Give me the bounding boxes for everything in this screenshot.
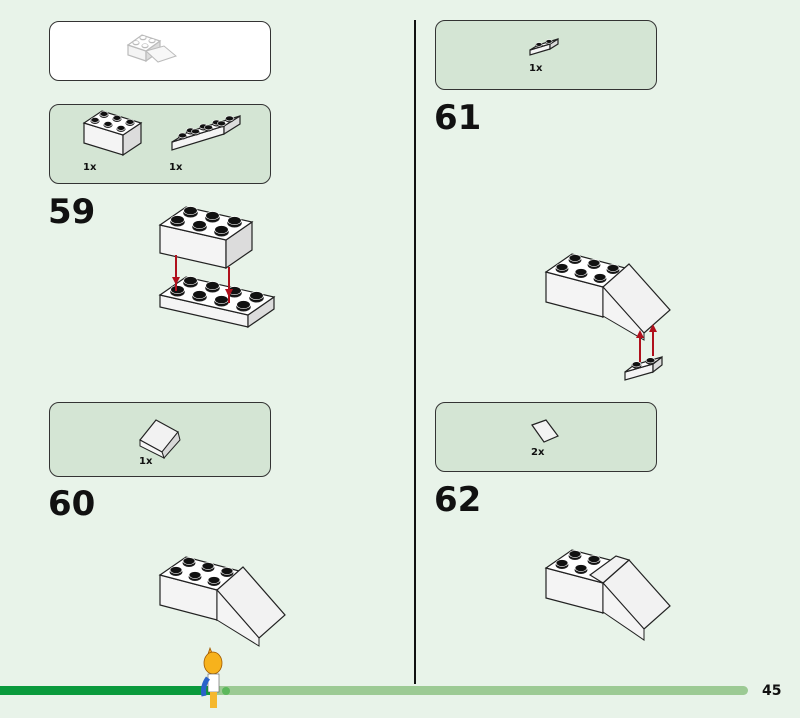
model-59-plate-stud-top	[205, 281, 220, 290]
preview-brick-stud-top	[141, 43, 149, 48]
model-59-brick-stud-top	[183, 206, 198, 215]
part-brick-2x4-stud-top	[125, 119, 135, 125]
part-qty: 1x	[529, 63, 543, 74]
step-number: 61	[434, 98, 482, 138]
step-number: 62	[434, 480, 482, 520]
part-plate-2x4-stud-top	[191, 128, 200, 135]
model-59-brick-stud-top	[170, 215, 185, 224]
step-number: 59	[48, 192, 96, 232]
up-arrow-head	[636, 330, 644, 338]
preview-brick-stud-top	[148, 38, 156, 43]
part-plate-2x4-stud-top	[178, 132, 187, 139]
model-62-slope-front	[602, 581, 645, 641]
model-59-plate-stud-top	[192, 290, 207, 299]
up-arrow-head	[649, 324, 657, 332]
preview-brick-stud-top	[132, 40, 140, 45]
part-qty: 1x	[139, 456, 153, 467]
model-62-brick-stud-top	[568, 550, 582, 558]
model-59-plate-stud-top	[183, 276, 198, 285]
model-59-plate-stud-top	[249, 291, 264, 300]
down-arrow-head	[172, 277, 180, 285]
model-61-brick-stud-top	[587, 259, 601, 267]
part-plate-2x4-stud-top	[217, 120, 226, 127]
step-number: 60	[48, 484, 96, 524]
model-60-brick-stud-top	[220, 567, 234, 575]
model-61-brick-stud-top	[555, 263, 569, 271]
model-59-plate-stud-top	[214, 295, 229, 304]
model-61-brick-stud-top	[593, 273, 607, 281]
part-brick-2x4-stud-top	[103, 121, 113, 127]
model-60-brick-stud-top	[169, 566, 183, 574]
minifigure-mascot-icon	[201, 646, 230, 708]
model-61-slope-front	[602, 285, 645, 341]
model-60-slope-front	[216, 588, 260, 647]
model-61-brick-stud-top	[568, 254, 582, 262]
part-brick-2x4-top	[82, 110, 143, 136]
progress-bar-done	[0, 686, 212, 695]
step-61-parts-box: 1x	[435, 20, 657, 90]
part-qty: 1x	[169, 162, 183, 173]
model-59-brick-stud-top	[214, 225, 229, 234]
part-brick-2x4-stud-top	[90, 117, 100, 123]
model-62-slope-b	[588, 555, 631, 584]
part-plate-1x2-stud-top	[545, 39, 553, 44]
part-qty: 1x	[83, 162, 97, 173]
down-arrow-head	[225, 289, 233, 297]
model-62-brick-stud-top	[555, 559, 569, 567]
model-60-brick-stud-top	[182, 557, 196, 565]
model-61-plate-stud-top	[645, 357, 656, 364]
column-divider	[414, 20, 416, 684]
part-slope-1x2	[531, 419, 559, 443]
model-61-brick-stud-top	[606, 264, 620, 272]
model-61-plate-stud-top	[631, 361, 642, 368]
part-plate-1x2-stud-top	[535, 42, 543, 47]
part-plate-2x4-stud-top	[204, 124, 213, 131]
preview-slope	[144, 45, 178, 63]
model-61-brick-stud-top	[574, 268, 588, 276]
model-60-brick-stud-top	[207, 576, 221, 584]
part-slope-front	[139, 439, 165, 459]
progress-bar-remaining	[212, 686, 748, 695]
model-59-brick-stud-top	[205, 211, 220, 220]
model-60-brick-stud-top	[188, 571, 202, 579]
model-60-brick-stud-top	[201, 562, 215, 570]
part-qty: 2x	[531, 447, 545, 458]
part-brick-2x4-stud-top	[99, 111, 109, 117]
model-59-plate-stud-top	[236, 300, 251, 309]
model-62-brick-stud-top	[587, 555, 601, 563]
model-62-brick-stud-top	[574, 564, 588, 572]
page-number: 45	[762, 683, 782, 699]
part-plate-2x4-stud-top	[225, 115, 234, 122]
part-brick-2x4-stud-top	[112, 115, 122, 121]
model-59-plate-stud-top	[170, 285, 185, 294]
part-brick-2x4-stud-top	[116, 125, 126, 131]
model-59-brick-stud-top	[227, 216, 242, 225]
model-59-brick-stud-top	[192, 220, 207, 229]
preview-brick-stud-top	[139, 35, 147, 40]
